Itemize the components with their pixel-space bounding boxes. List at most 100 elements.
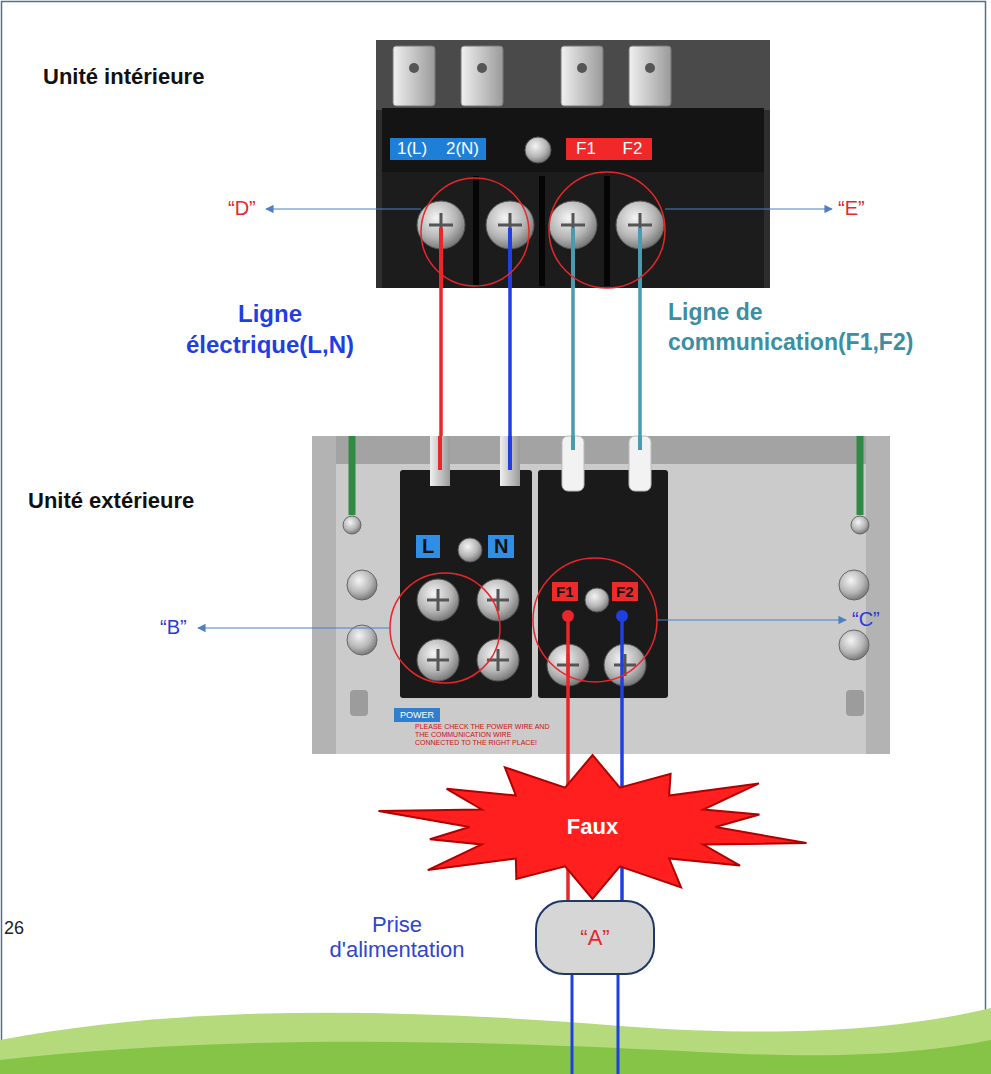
terminal-tag: N <box>488 535 514 558</box>
green-wave <box>0 1008 991 1074</box>
indoor-terminal-photo <box>645 63 655 73</box>
outdoor-terminal-photo <box>427 589 636 676</box>
outdoor-terminal-photo <box>349 436 356 515</box>
terminal-tag: L <box>416 535 440 558</box>
terminal-tag: F2 <box>612 582 638 601</box>
power-tag: POWER <box>394 708 440 722</box>
indoor-wire <box>439 228 443 288</box>
callout-letter: “B” <box>160 616 187 639</box>
plug-prong <box>571 975 574 1074</box>
outdoor-terminal-photo <box>562 436 584 491</box>
indoor-terminal-photo <box>376 40 770 288</box>
indoor-terminal-photo <box>382 172 764 288</box>
callout-letter: “A” <box>580 925 609 950</box>
highlight-circle <box>390 172 665 683</box>
outdoor-terminal-photo <box>857 436 864 515</box>
outdoor-terminal-photo <box>312 436 890 754</box>
indoor-wire <box>571 228 575 288</box>
indoor-terminal-photo <box>376 40 770 288</box>
leader-line <box>198 627 390 628</box>
outdoor-terminal-photo <box>851 516 869 534</box>
terminal-tag: 1(L) 2(N) <box>390 138 486 160</box>
outdoor-terminal-photo <box>312 436 890 754</box>
plug-caption: Prise d'alimentation <box>312 912 482 963</box>
outdoor-wire <box>508 436 512 470</box>
indoor-wire <box>441 228 640 288</box>
plug-prong <box>572 975 618 1074</box>
warning-note: PLEASE CHECK THE POWER WIRE AND THE COMM… <box>415 723 555 747</box>
callout-letter: “D” <box>228 197 256 220</box>
highlight-circle <box>390 573 500 683</box>
outdoor-terminal-photo <box>866 436 890 754</box>
leader-line <box>266 208 421 209</box>
leader-line <box>657 619 846 620</box>
outdoor-wire <box>440 436 640 470</box>
indoor-terminal-photo <box>561 46 603 106</box>
wire <box>638 288 642 436</box>
indoor-terminal-photo <box>461 46 503 106</box>
indoor-terminal-photo <box>525 137 551 163</box>
indoor-terminal-photo <box>477 63 487 73</box>
outdoor-terminal-photo <box>343 516 361 534</box>
indoor-terminal-photo <box>629 46 671 106</box>
callout-letter: “E” <box>838 197 865 220</box>
wire <box>508 288 512 436</box>
outdoor-terminal-photo <box>846 690 864 716</box>
outdoor-wire <box>638 436 642 450</box>
outdoor-terminal-photo <box>585 588 609 612</box>
outdoor-terminal-photo <box>839 570 869 600</box>
outdoor-terminal-photo <box>839 630 869 660</box>
wrong-wire <box>616 610 628 622</box>
outdoor-terminal-photo <box>629 436 651 491</box>
unit-title: Unité intérieure <box>33 58 214 95</box>
error-starburst: Faux <box>370 752 815 902</box>
plug-prong <box>617 975 620 1074</box>
terminal-tag: F1 F2 <box>566 138 652 160</box>
outdoor-terminal-block: L N F1 F2POWERPLEASE CHECK THE POWER WIRE A… <box>312 436 890 754</box>
outdoor-terminal-photo <box>350 690 368 716</box>
leader-line <box>198 209 846 628</box>
wrong-wire <box>620 616 624 754</box>
indoor-terminal-photo <box>473 176 479 286</box>
outdoor-wire <box>571 436 575 450</box>
indoor-terminal-photo <box>429 213 652 237</box>
outdoor-terminal-photo <box>312 436 890 464</box>
green-wave <box>0 1008 991 1074</box>
power-plug: “A” <box>535 900 655 975</box>
outdoor-terminal-photo <box>400 470 532 698</box>
callout-letter: “C” <box>852 608 880 631</box>
page-number: 26 <box>4 918 24 939</box>
highlight-circle <box>421 178 529 286</box>
wrong-wire <box>562 610 574 622</box>
wire <box>439 288 443 436</box>
error-text: Faux <box>567 814 618 839</box>
outdoor-terminal-photo <box>347 570 377 600</box>
outdoor-wire <box>438 436 442 470</box>
indoor-terminal-photo <box>577 63 587 73</box>
outdoor-terminal-photo <box>347 625 377 655</box>
wire-label: Ligne électrique(L,N) <box>155 298 385 360</box>
highlight-circle <box>533 558 657 682</box>
unit-title: Unité extérieure <box>18 482 204 519</box>
outdoor-terminal-photo <box>500 436 520 486</box>
plug-shape <box>536 901 654 974</box>
outdoor-terminal-photo <box>430 436 450 486</box>
indoor-terminal-photo <box>409 63 419 73</box>
wire <box>571 288 575 436</box>
wrong-wire <box>566 616 570 754</box>
indoor-terminal-block: 1(L) 2(N) F1 F2 <box>376 40 770 288</box>
indoor-terminal-photo <box>382 108 764 288</box>
indoor-terminal-photo <box>376 40 770 110</box>
outdoor-terminal-photo <box>458 538 482 562</box>
terminal-tag: F1 <box>552 582 578 601</box>
starburst-shape <box>379 755 807 899</box>
outdoor-terminal-photo <box>312 436 336 754</box>
indoor-wire <box>508 228 512 288</box>
highlight-circle <box>549 172 665 288</box>
leader-line <box>665 208 832 209</box>
indoor-terminal-photo <box>393 46 435 106</box>
indoor-terminal-photo <box>604 176 610 286</box>
